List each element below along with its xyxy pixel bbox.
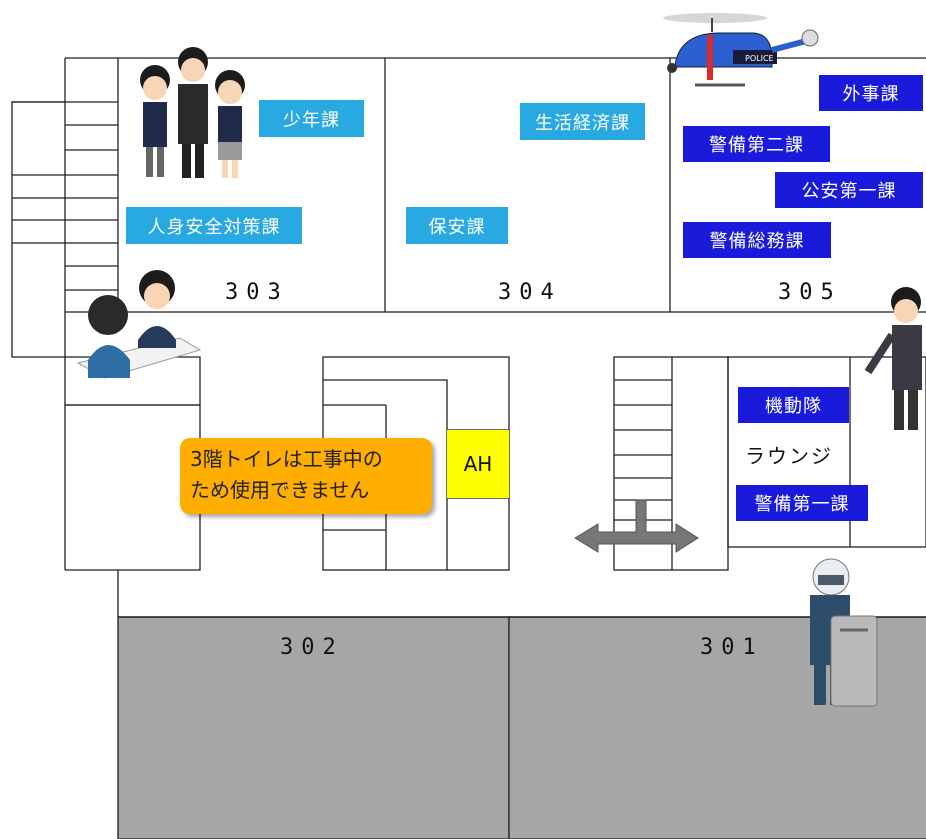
room-301-number: 301	[700, 635, 764, 660]
label-koan1[interactable]: 公安第一課	[775, 172, 923, 208]
students-illustration	[140, 47, 245, 178]
ah-room-label[interactable]: AH	[447, 430, 509, 498]
lounge-label: ラウンジ	[745, 444, 833, 468]
police-helicopter-illustration: POLICE	[663, 13, 819, 87]
label-gaiji[interactable]: 外事課	[819, 75, 923, 111]
room-303-number: 303	[225, 280, 289, 305]
businessman-illustration	[864, 287, 922, 430]
label-seikatsu[interactable]: 生活経済課	[520, 103, 645, 140]
label-shonen[interactable]: 少年課	[259, 100, 364, 137]
room-304-number: 304	[498, 280, 562, 305]
riot-police-illustration	[810, 558, 878, 707]
label-keibisomu[interactable]: 警備総務課	[683, 222, 831, 258]
toilet-construction-notice: 3階トイレは工事中の ため使用できません	[180, 438, 432, 514]
svg-text:POLICE: POLICE	[745, 54, 774, 63]
label-keibi2[interactable]: 警備第二課	[683, 126, 830, 162]
direction-arrows	[574, 499, 699, 553]
room-305-number: 305	[778, 280, 842, 305]
label-hoan[interactable]: 保安課	[406, 207, 508, 244]
label-jinshin[interactable]: 人身安全対策課	[126, 207, 302, 244]
label-keibi1[interactable]: 警備第一課	[736, 485, 868, 521]
room-302[interactable]	[117, 616, 510, 839]
reception-desk-illustration	[76, 270, 202, 379]
label-kidotai[interactable]: 機動隊	[738, 387, 849, 423]
room-302-number: 302	[280, 635, 344, 660]
